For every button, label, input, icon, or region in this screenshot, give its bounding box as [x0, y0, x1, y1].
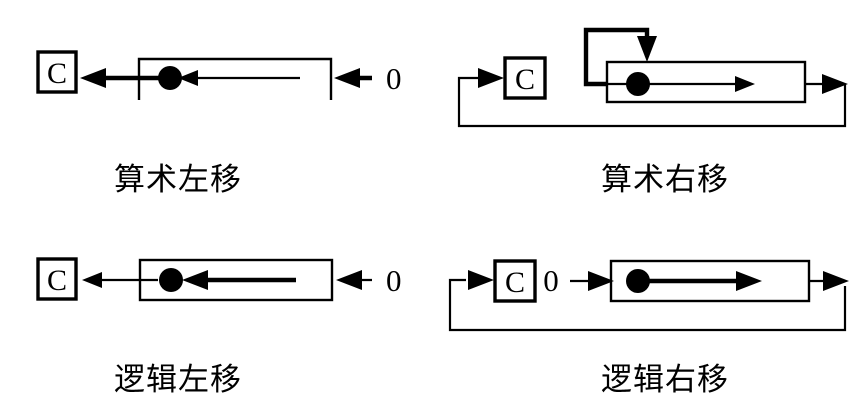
zero-input-arithmetic-left: 0: [334, 61, 402, 96]
shift-bit-logical-left: [159, 268, 296, 292]
carry-box-logical-left: C: [36, 257, 78, 301]
carry-box-logical-right: C: [493, 259, 537, 303]
shift-bit-arithmetic-left: [158, 66, 300, 90]
carry-label: C: [47, 57, 67, 90]
panel-logical-right-shift: C 0 逻辑右移: [448, 259, 849, 398]
zero-input-label: 0: [543, 263, 559, 298]
carry-out-wire-arithmetic-left: [80, 68, 170, 88]
feedback-loop-logical-right: [448, 270, 847, 332]
zero-input-logical-left: 0: [336, 263, 402, 298]
register-output-logical-right: [809, 271, 849, 291]
register-box-arithmetic-right: [605, 60, 807, 104]
panel-arithmetic-right-shift: C 算术右移: [457, 27, 848, 198]
carry-box-arithmetic-left: C: [36, 50, 78, 94]
sign-extension-loop-arithmetic-right: [583, 27, 657, 87]
caption-logical-right-shift: 逻辑右移: [601, 362, 729, 398]
panel-arithmetic-left-shift: C 0 算术左移: [36, 50, 402, 198]
register-box-logical-left: [138, 258, 334, 302]
carry-label: C: [47, 264, 67, 297]
bit-dot: [159, 268, 183, 292]
zero-input-logical-right: 0: [543, 263, 614, 298]
register-output-arithmetic-right: [805, 74, 848, 94]
carry-label: C: [515, 63, 535, 96]
register-box-arithmetic-left: [137, 57, 333, 100]
shift-bit-arithmetic-right: [600, 72, 755, 96]
caption-arithmetic-left-shift: 算术左移: [114, 162, 242, 198]
shift-bit-logical-right: [626, 269, 762, 293]
caption-logical-left-shift: 逻辑左移: [114, 362, 242, 398]
carry-box-arithmetic-right: C: [503, 56, 547, 100]
carry-out-wire-logical-left: [82, 272, 158, 288]
caption-arithmetic-right-shift: 算术右移: [601, 162, 729, 198]
zero-input-label: 0: [386, 263, 402, 298]
panel-logical-left-shift: C 0 逻辑左移: [36, 257, 402, 398]
zero-input-label: 0: [386, 61, 402, 96]
bit-dot: [158, 66, 182, 90]
feedback-loop-arithmetic-right: [457, 68, 847, 128]
carry-label: C: [505, 266, 525, 299]
